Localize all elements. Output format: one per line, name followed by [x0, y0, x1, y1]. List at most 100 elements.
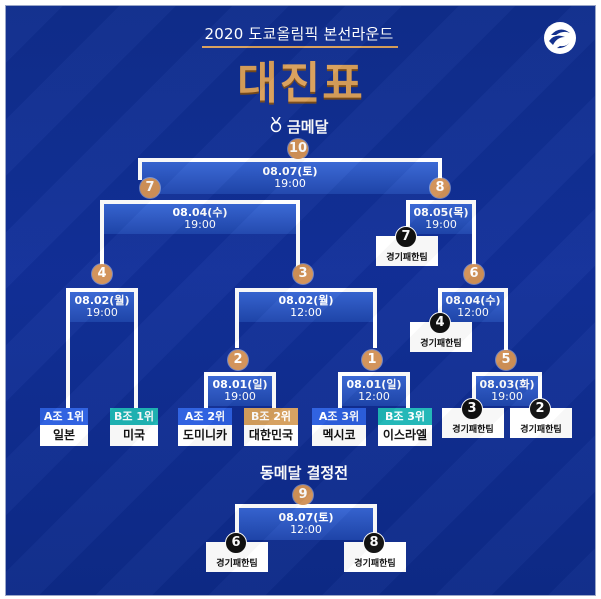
team-group: A조 1위 — [40, 408, 88, 425]
game-number-badge: 8 — [430, 178, 450, 198]
team-group: A조 3위 — [312, 408, 366, 425]
team-group: B조 1위 — [110, 408, 158, 425]
match-time: 19:00 — [274, 177, 306, 190]
bracket-line — [235, 504, 239, 536]
game-number-badge: 4 — [429, 312, 451, 334]
game-number-badge: 9 — [293, 485, 313, 505]
match-date: 08.03(화) — [479, 378, 535, 391]
gold-medal-label: 금메달 — [287, 118, 329, 136]
loser-team-label: 경기패한팀 — [354, 559, 396, 569]
game-number-badge: 7 — [395, 226, 417, 248]
game-number-badge: 2 — [228, 350, 248, 370]
medal-icon — [270, 117, 282, 133]
bracket-line — [438, 288, 442, 314]
match-date: 08.07(토) — [278, 511, 334, 524]
match-date: 08.01(일) — [346, 378, 402, 391]
match-1-info: 08.01(일) 12:00 — [342, 376, 406, 406]
loser-team-label: 경기패한팀 — [452, 425, 494, 435]
match-date: 08.02(월) — [74, 294, 130, 307]
team-name: 멕시코 — [312, 425, 366, 446]
bracket-line — [472, 372, 542, 376]
match-date: 08.05(목) — [413, 206, 469, 219]
bracket-line — [235, 288, 239, 348]
loser-team-label: 경기패한팀 — [420, 339, 462, 349]
match-time: 12:00 — [290, 523, 322, 536]
team-card: A조 2위 도미니카 — [178, 408, 232, 446]
game-number-badge: 8 — [363, 532, 385, 554]
loser-team-card: 4 경기패한팀 — [410, 312, 472, 352]
game-number-badge: 7 — [140, 178, 160, 198]
team-group: A조 2위 — [178, 408, 232, 425]
match-time: 12:00 — [457, 306, 489, 319]
game-number-badge: 3 — [293, 264, 313, 284]
game-number-badge: 1 — [362, 350, 382, 370]
match-5-info: 08.03(화) 19:00 — [476, 376, 538, 406]
team-card: B조 3위 이스라엘 — [378, 408, 432, 446]
match-time: 12:00 — [290, 306, 322, 319]
game-number-badge: 6 — [225, 532, 247, 554]
bracket-line — [538, 372, 542, 402]
game-number-badge: 3 — [461, 398, 483, 420]
match-time: 19:00 — [425, 218, 457, 231]
subtitle: 2020 도쿄올림픽 본선라운드 — [204, 25, 394, 43]
loser-team-label: 경기패한팀 — [216, 559, 258, 569]
bronze-medal-label: 동메달 결정전 — [259, 464, 349, 482]
match-8-info: 08.05(목) 19:00 — [410, 204, 472, 234]
game-number-badge: 5 — [496, 350, 516, 370]
match-time: 19:00 — [184, 218, 216, 231]
team-card: B조 2위 대한민국 — [244, 408, 298, 446]
match-7-info: 08.04(수) 19:00 — [104, 204, 296, 234]
bracket-line — [204, 372, 208, 410]
bracket-line — [134, 288, 138, 410]
team-name: 대한민국 — [244, 425, 298, 446]
bracket-line — [296, 200, 300, 268]
team-name: 미국 — [110, 425, 158, 446]
bracket-line — [338, 372, 342, 410]
match-3-info: 08.02(월) 12:00 — [239, 292, 373, 322]
bracket-line — [472, 372, 476, 402]
loser-team-card: 6 경기패한팀 — [206, 532, 268, 572]
match-10-info: 08.07(토) 19:00 — [142, 162, 438, 194]
bracket-line — [235, 504, 377, 508]
match-time: 19:00 — [86, 306, 118, 319]
bracket-line — [66, 288, 138, 292]
bracket-line — [406, 372, 410, 410]
loser-team-card: 8 경기패한팀 — [344, 532, 406, 572]
bracket-line — [438, 288, 508, 292]
bracket-line — [204, 372, 276, 376]
bracket-line — [438, 158, 442, 180]
team-card: A조 1위 일본 — [40, 408, 88, 446]
match-2-info: 08.01(일) 19:00 — [208, 376, 272, 406]
loser-team-card: 7 경기패한팀 — [376, 226, 438, 266]
game-number-badge: 2 — [529, 398, 551, 420]
game-number-badge: 6 — [464, 264, 484, 284]
bracket-line — [504, 288, 508, 350]
match-time: 19:00 — [224, 390, 256, 403]
team-group: B조 2위 — [244, 408, 298, 425]
team-card: A조 3위 멕시코 — [312, 408, 366, 446]
bracket-line — [138, 158, 142, 180]
team-name: 도미니카 — [178, 425, 232, 446]
loser-team-label: 경기패한팀 — [386, 253, 428, 263]
bracket-line — [100, 200, 300, 204]
match-date: 08.07(토) — [262, 165, 318, 178]
loser-team-card: 2 경기패한팀 — [510, 398, 572, 438]
team-group: B조 3위 — [378, 408, 432, 425]
loser-team-card: 3 경기패한팀 — [442, 398, 504, 438]
bracket-poster: 2020 도쿄올림픽 본선라운드 대진표 금메달 08.0 — [5, 5, 596, 596]
bracket-line — [472, 200, 476, 268]
team-name: 이스라엘 — [378, 425, 432, 446]
match-date: 08.04(수) — [445, 294, 501, 307]
bracket-line — [272, 372, 276, 410]
kbo-logo-icon — [544, 22, 576, 54]
bracket-line — [406, 200, 476, 204]
match-4-info: 08.02(월) 19:00 — [70, 292, 134, 322]
bracket-line — [406, 200, 410, 230]
match-time: 12:00 — [358, 390, 390, 403]
game-number-badge: 4 — [92, 264, 112, 284]
game-number-badge: 10 — [288, 139, 308, 159]
bracket-line — [100, 200, 104, 268]
bracket-line — [138, 158, 442, 162]
bracket-line — [235, 288, 377, 292]
match-date: 08.04(수) — [172, 206, 228, 219]
